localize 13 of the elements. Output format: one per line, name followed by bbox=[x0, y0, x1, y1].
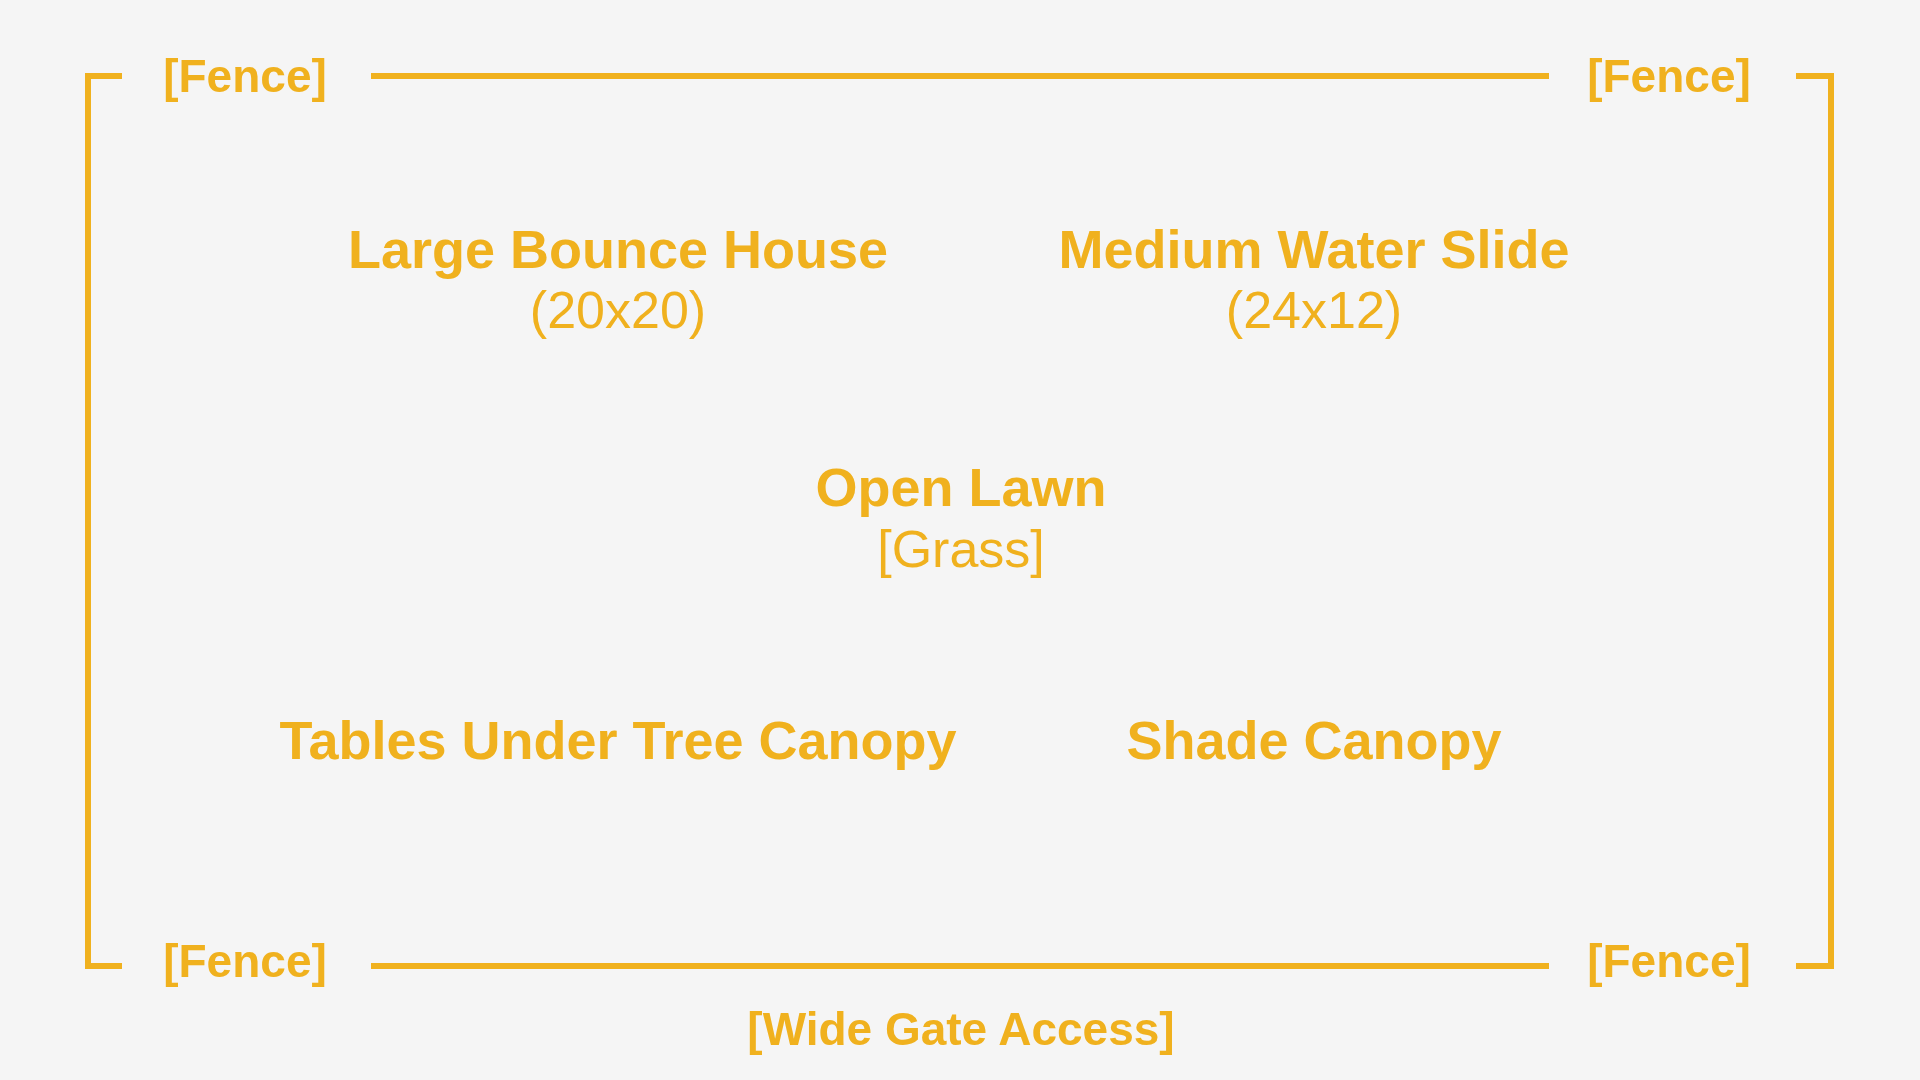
fence-label: [Fence] bbox=[163, 51, 327, 101]
area-label: Shade Canopy bbox=[1126, 711, 1502, 769]
dimension-label: (20x20) bbox=[529, 282, 707, 338]
area-label: Large Bounce House bbox=[347, 220, 889, 278]
dimension-label: (24x12) bbox=[1225, 282, 1403, 338]
surface-label: [Grass] bbox=[877, 521, 1045, 577]
area-label: Tables Under Tree Canopy bbox=[279, 711, 957, 769]
gate-label: [Wide Gate Access] bbox=[747, 1004, 1175, 1054]
fence-label: [Fence] bbox=[1587, 51, 1751, 101]
fence-label: [Fence] bbox=[1587, 936, 1751, 986]
area-label: Medium Water Slide bbox=[1058, 220, 1570, 278]
fence-label: [Fence] bbox=[163, 936, 327, 986]
area-label: Open Lawn bbox=[815, 458, 1107, 516]
